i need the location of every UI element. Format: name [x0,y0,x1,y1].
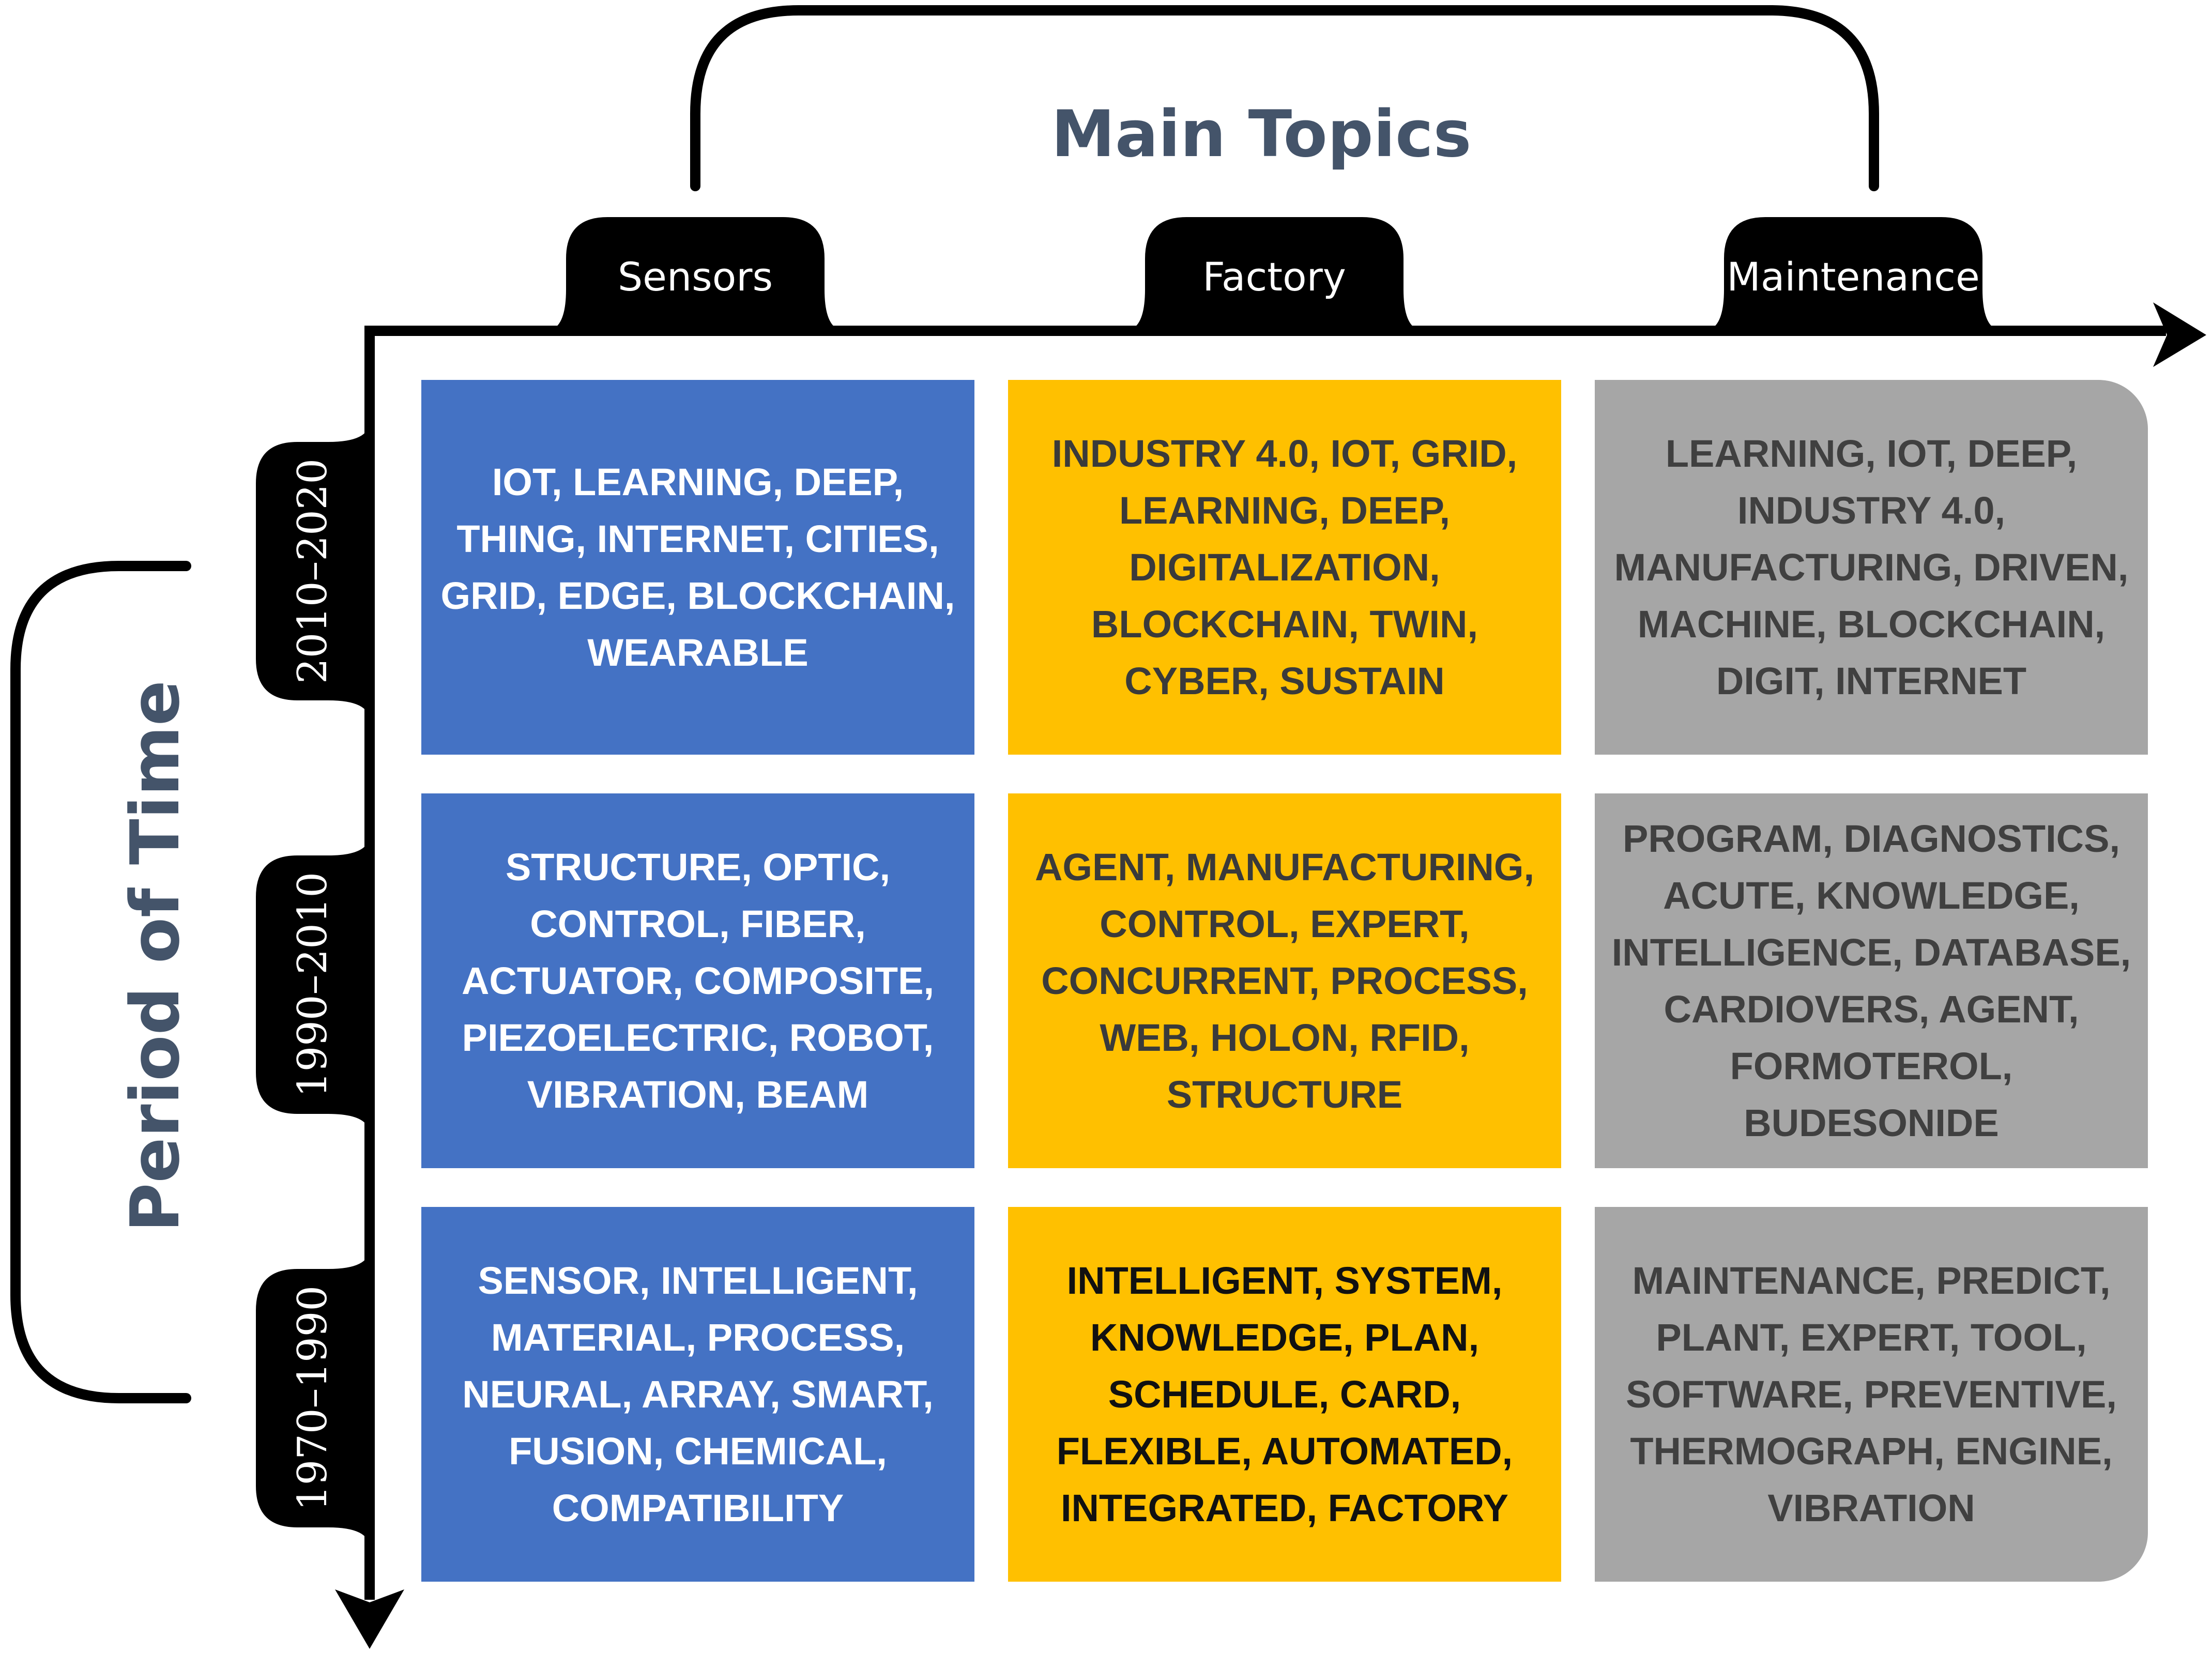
tab-maintenance [1703,217,2003,331]
cell-maintenance-2010-2020: LEARNING, IOT, DEEP, INDUSTRY 4.0, MANUF… [1595,380,2148,755]
cell-sensors-1990-2010: STRUCTURE, OPTIC, CONTROL, FIBER, ACTUAT… [421,793,974,1168]
left-brace [10,561,191,1403]
row-label-1990-2010: 1990–2010 [289,872,336,1098]
row-label-1970-1990: 1970–1990 [289,1285,336,1511]
top-brace [690,5,1879,191]
tab-row-1990-2010 [256,835,370,1135]
y-axis-title: Period of Time [116,680,194,1232]
cell-maintenance-1990-2010: PROGRAM, DIAGNOSTICS, ACUTE, KNOWLEDGE, … [1595,793,2148,1168]
tab-factory [1124,217,1424,331]
cell-factory-1990-2010: AGENT, MANUFACTURING, CONTROL, EXPERT, C… [1008,793,1561,1168]
tab-row-2010-2020 [256,421,370,721]
cell-factory-1970-1990: INTELLIGENT, SYSTEM, KNOWLEDGE, PLAN, SC… [1008,1207,1561,1582]
tab-row-1970-1990 [256,1248,370,1548]
y-axis-arrowhead [335,1589,404,1649]
column-label-factory: Factory [1202,253,1346,300]
cell-sensors-1970-1990: SENSOR, INTELLIGENT, MATERIAL, PROCESS, … [421,1207,974,1582]
main-title: Main Topics [1051,97,1472,172]
x-axis-arrowhead [2153,302,2206,367]
tab-sensors [545,217,845,331]
cell-sensors-2010-2020: IOT, LEARNING, DEEP, THING, INTERNET, CI… [421,380,974,755]
cell-maintenance-1970-1990: MAINTENANCE, PREDICT, PLANT, EXPERT, TOO… [1595,1207,2148,1582]
cell-factory-2010-2020: INDUSTRY 4.0, IOT, GRID, LEARNING, DEEP,… [1008,380,1561,755]
column-label-sensors: Sensors [617,253,773,300]
column-label-maintenance: Maintenance [1727,253,1980,300]
row-label-2010-2020: 2010–2020 [289,458,336,684]
